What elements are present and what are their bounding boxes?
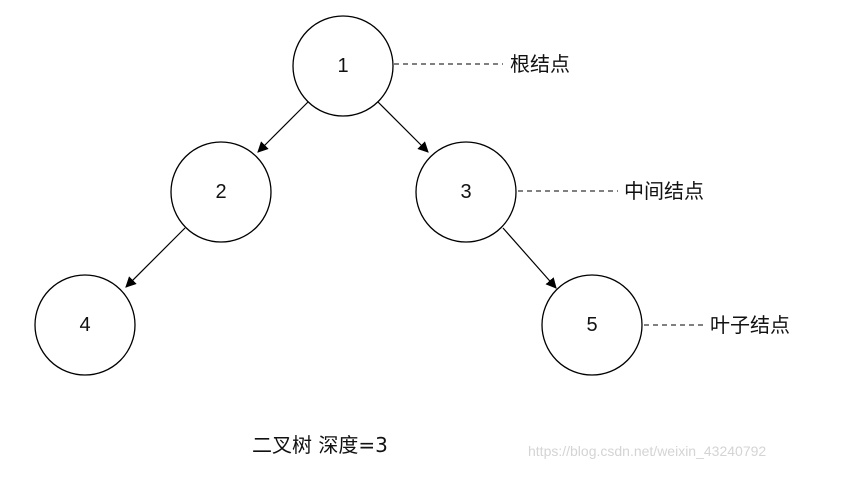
node-circle <box>541 274 643 376</box>
tree-node-4: 4 <box>34 274 136 376</box>
node-circle <box>415 141 517 243</box>
tree-node-5: 5 <box>541 274 643 376</box>
tree-node-2: 2 <box>170 141 272 243</box>
node-label: 5 <box>586 314 597 336</box>
node-label: 3 <box>460 181 471 203</box>
node-circle <box>292 15 394 117</box>
node-label: 2 <box>215 181 226 203</box>
root-node-annotation: 根结点 <box>510 52 570 76</box>
node-label: 4 <box>79 314 90 336</box>
node-circle <box>170 141 272 243</box>
edge-1-2 <box>257 101 309 153</box>
edge-1-3 <box>377 101 429 153</box>
internal-node-annotation: 中间结点 <box>624 179 704 203</box>
watermark-url: https://blog.csdn.net/weixin_43240792 <box>528 443 766 459</box>
node-circle <box>34 274 136 376</box>
tree-node-1: 1 <box>292 15 394 117</box>
leaf-node-annotation: 叶子结点 <box>710 313 790 337</box>
node-label: 1 <box>337 55 348 77</box>
tree-caption: 二叉树 深度=3 <box>252 433 388 457</box>
edge-2-4 <box>125 227 186 288</box>
tree-node-3: 3 <box>415 141 517 243</box>
edge-3-5 <box>502 227 557 289</box>
